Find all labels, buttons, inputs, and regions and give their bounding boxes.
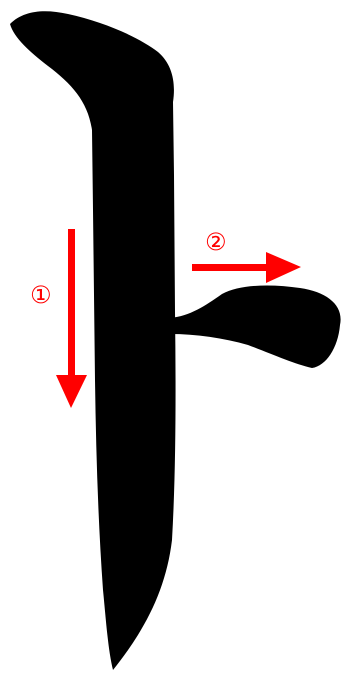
arrow-down-shaft <box>68 229 75 377</box>
vertical-stroke <box>10 11 176 671</box>
horizontal-stroke <box>170 285 341 368</box>
stroke-order-label-1: ① <box>30 281 52 309</box>
arrow-down-head <box>56 375 87 408</box>
arrow-right-2 <box>192 252 301 283</box>
stroke-order-label-2: ② <box>205 228 227 256</box>
arrow-right-shaft <box>192 264 268 271</box>
arrow-right-head <box>266 252 301 283</box>
arrow-down-1 <box>56 229 87 408</box>
